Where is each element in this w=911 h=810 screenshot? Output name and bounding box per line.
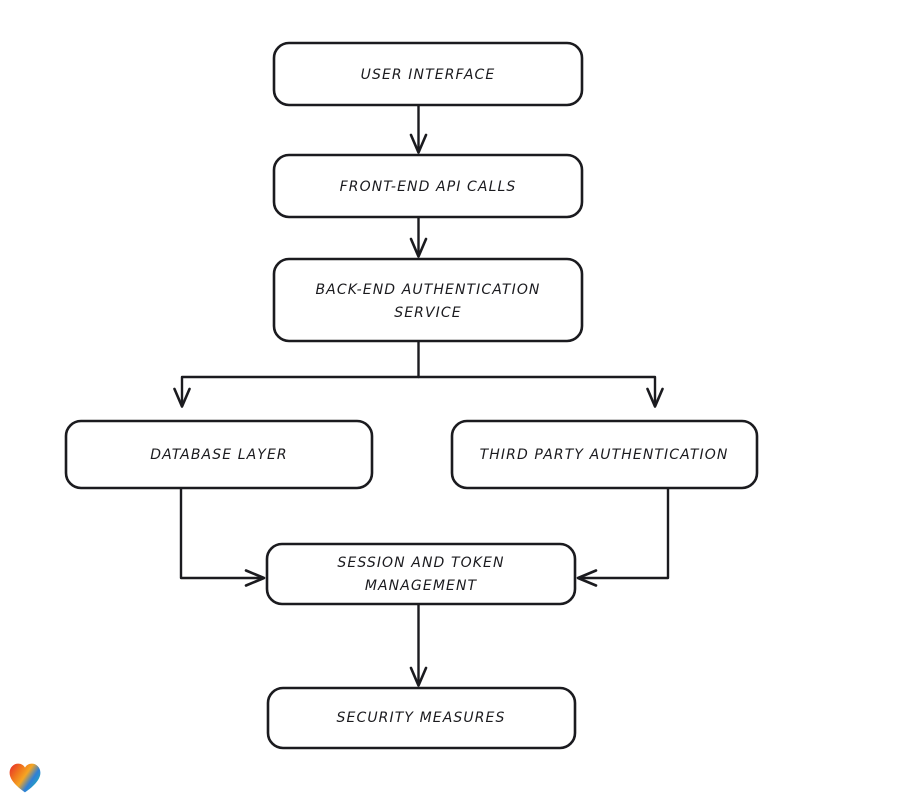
node-third-party-authentication[interactable]: THIRD PARTY AUTHENTICATION	[450, 419, 759, 490]
edge-front-end-api-calls-to-back-end-authentication-service	[409, 215, 428, 258]
heart-icon	[9, 763, 41, 793]
node-front-end-api-calls-shape[interactable]	[272, 153, 584, 219]
edge-database-layer-to-session-and-token-management	[179, 486, 266, 587]
node-security-measures[interactable]: SECURITY MEASURES	[266, 686, 577, 750]
node-back-end-authentication-service-shape[interactable]	[272, 257, 584, 343]
node-database-layer[interactable]: DATABASE LAYER	[64, 419, 374, 490]
edge-third-party-authentication-to-session-and-token-management	[576, 486, 670, 587]
node-security-measures-label: SECURITY MEASURES	[337, 710, 506, 726]
node-back-end-authentication-service[interactable]: BACK-END AUTHENTICATION SERVICE	[272, 257, 584, 343]
node-back-end-authentication-service-label-line-2: SERVICE	[394, 305, 462, 321]
node-session-and-token-management-label-line-1: SESSION AND TOKEN	[337, 555, 504, 571]
node-database-layer-label: DATABASE LAYER	[150, 447, 287, 463]
node-session-and-token-management-label-line-2: MANAGEMENT	[365, 578, 478, 594]
edge-back-end-authentication-service-to-third-party-authentication	[417, 375, 664, 408]
node-session-and-token-management[interactable]: SESSION AND TOKEN MANAGEMENT	[265, 542, 577, 606]
heart-icon-shape	[9, 763, 41, 793]
node-back-end-authentication-service-label-line-1: BACK-END AUTHENTICATION	[315, 282, 540, 298]
node-database-layer-shape[interactable]	[64, 419, 374, 490]
edge-back-end-authentication-service-to-database-layer	[173, 339, 420, 408]
node-user-interface[interactable]: USER INTERFACE	[272, 41, 584, 107]
node-front-end-api-calls-label: FRONT-END API CALLS	[340, 179, 517, 195]
node-session-and-token-management-shape[interactable]	[265, 542, 577, 606]
edge-user-interface-to-front-end-api-calls	[409, 103, 428, 154]
node-user-interface-shape[interactable]	[272, 41, 584, 107]
node-third-party-authentication-label: THIRD PARTY AUTHENTICATION	[480, 447, 729, 463]
node-security-measures-shape[interactable]	[266, 686, 577, 750]
node-third-party-authentication-shape[interactable]	[450, 419, 759, 490]
node-front-end-api-calls[interactable]: FRONT-END API CALLS	[272, 153, 584, 219]
edge-session-and-token-management-to-security-measures	[409, 602, 428, 687]
node-user-interface-label: USER INTERFACE	[361, 67, 496, 83]
